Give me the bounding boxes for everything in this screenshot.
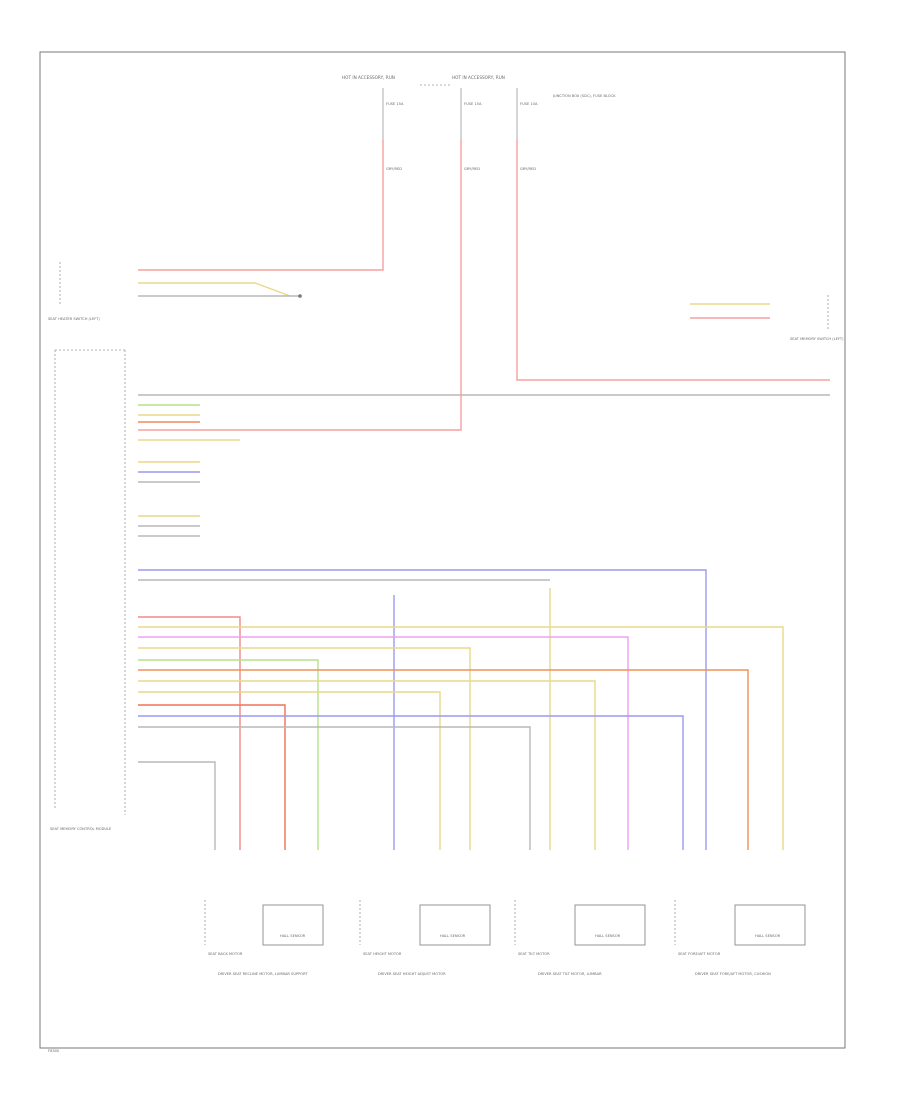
fuse-3-label: FUSE 10A (520, 102, 538, 106)
hall-sensor-label-3: HALL SENSOR (595, 934, 621, 938)
heater-wire-yellow (138, 282, 291, 297)
fuse-2-label: FUSE 15A (464, 102, 482, 106)
top-label-1: HOT IN ACCESSORY, RUN (342, 75, 395, 80)
top-wire-label-1: GRY/RED (386, 167, 402, 171)
wire-red-1 (138, 140, 384, 271)
top-label-3: JUNCTION BOX (SDC), FUSE BLOCK (552, 94, 616, 98)
seat-heater-switch: SEAT HEATER SWITCH (LEFT) (48, 262, 302, 321)
bus-yellow-2 (138, 626, 784, 850)
motor-bus-wires (138, 569, 784, 850)
motor-label-1: SEAT BACK MOTOR (208, 952, 243, 956)
bus-blue-3 (138, 715, 684, 850)
hall-sensor-box-2 (419, 904, 491, 946)
bus-grey-3 (138, 761, 216, 850)
top-label-2: HOT IN ACCESSORY, RUN (452, 75, 505, 80)
bus-yellow-5 (138, 691, 441, 850)
bus-red-2 (138, 704, 286, 850)
diagram-frame (39, 51, 846, 1049)
bus-yellow-4 (138, 680, 596, 850)
bus-green (138, 659, 319, 850)
footer-id: F8300 (48, 1049, 60, 1053)
memory-switch-title: SEAT MEMORY SWITCH (LEFT) (790, 337, 844, 341)
motor-caption-4: DRIVER SEAT FORE/AFT MOTOR, CUSHION (695, 972, 771, 976)
module-title: SEAT MEMORY CONTROL MODULE (50, 827, 112, 831)
fuse-1-label: FUSE 15A (386, 102, 404, 106)
bus-grey-2 (138, 726, 531, 850)
seat-memory-module: SEAT MEMORY CONTROL MODULE (50, 349, 240, 831)
hall-sensor-box-1 (262, 904, 324, 946)
bus-pink (138, 636, 629, 850)
hall-sensor-label-2: HALL SENSOR (440, 934, 466, 938)
hall-sensor-label-1: HALL SENSOR (280, 934, 306, 938)
motor-label-4: SEAT FORE/AFT MOTOR (678, 952, 721, 956)
hall-sensor-label-4: HALL SENSOR (755, 934, 781, 938)
seat-memory-switch: SEAT MEMORY SWITCH (LEFT) (138, 295, 844, 396)
bus-orange (138, 669, 749, 850)
top-wire-label-3: GRY/RED (520, 167, 536, 171)
hall-sensor-box-3 (574, 904, 646, 946)
top-wire-label-2: GRY/RED (464, 167, 480, 171)
motor-group-4: HALL SENSOR SEAT FORE/AFT MOTOR DRIVER S… (674, 900, 806, 976)
motor-caption-3: DRIVER SEAT TILT MOTOR, LUMBAR (538, 972, 602, 976)
heater-connector (298, 294, 302, 298)
bus-yellow-3 (138, 647, 471, 850)
bus-red-1 (138, 616, 241, 850)
motor-group-1: HALL SENSOR SEAT BACK MOTOR DRIVER SEAT … (204, 900, 324, 976)
top-power-section: HOT IN ACCESSORY, RUN HOT IN ACCESSORY, … (342, 75, 616, 171)
wire-red-2 (138, 140, 462, 431)
bus-blue-1 (138, 569, 707, 850)
motor-caption-2: DRIVER SEAT HEIGHT ADJUST MOTOR (378, 972, 446, 976)
wire-red-3 (516, 140, 830, 381)
hall-sensor-box-4 (734, 904, 806, 946)
motor-label-3: SEAT TILT MOTOR (518, 952, 550, 956)
heater-title: SEAT HEATER SWITCH (LEFT) (48, 317, 100, 321)
motor-group-3: HALL SENSOR SEAT TILT MOTOR DRIVER SEAT … (514, 900, 646, 976)
motor-group-2: HALL SENSOR SEAT HEIGHT MOTOR DRIVER SEA… (359, 900, 491, 976)
motor-label-2: SEAT HEIGHT MOTOR (363, 952, 402, 956)
power-wires (138, 140, 830, 431)
motor-caption-1: DRIVER SEAT RECLINE MOTOR, LUMBAR SUPPOR… (218, 972, 308, 976)
